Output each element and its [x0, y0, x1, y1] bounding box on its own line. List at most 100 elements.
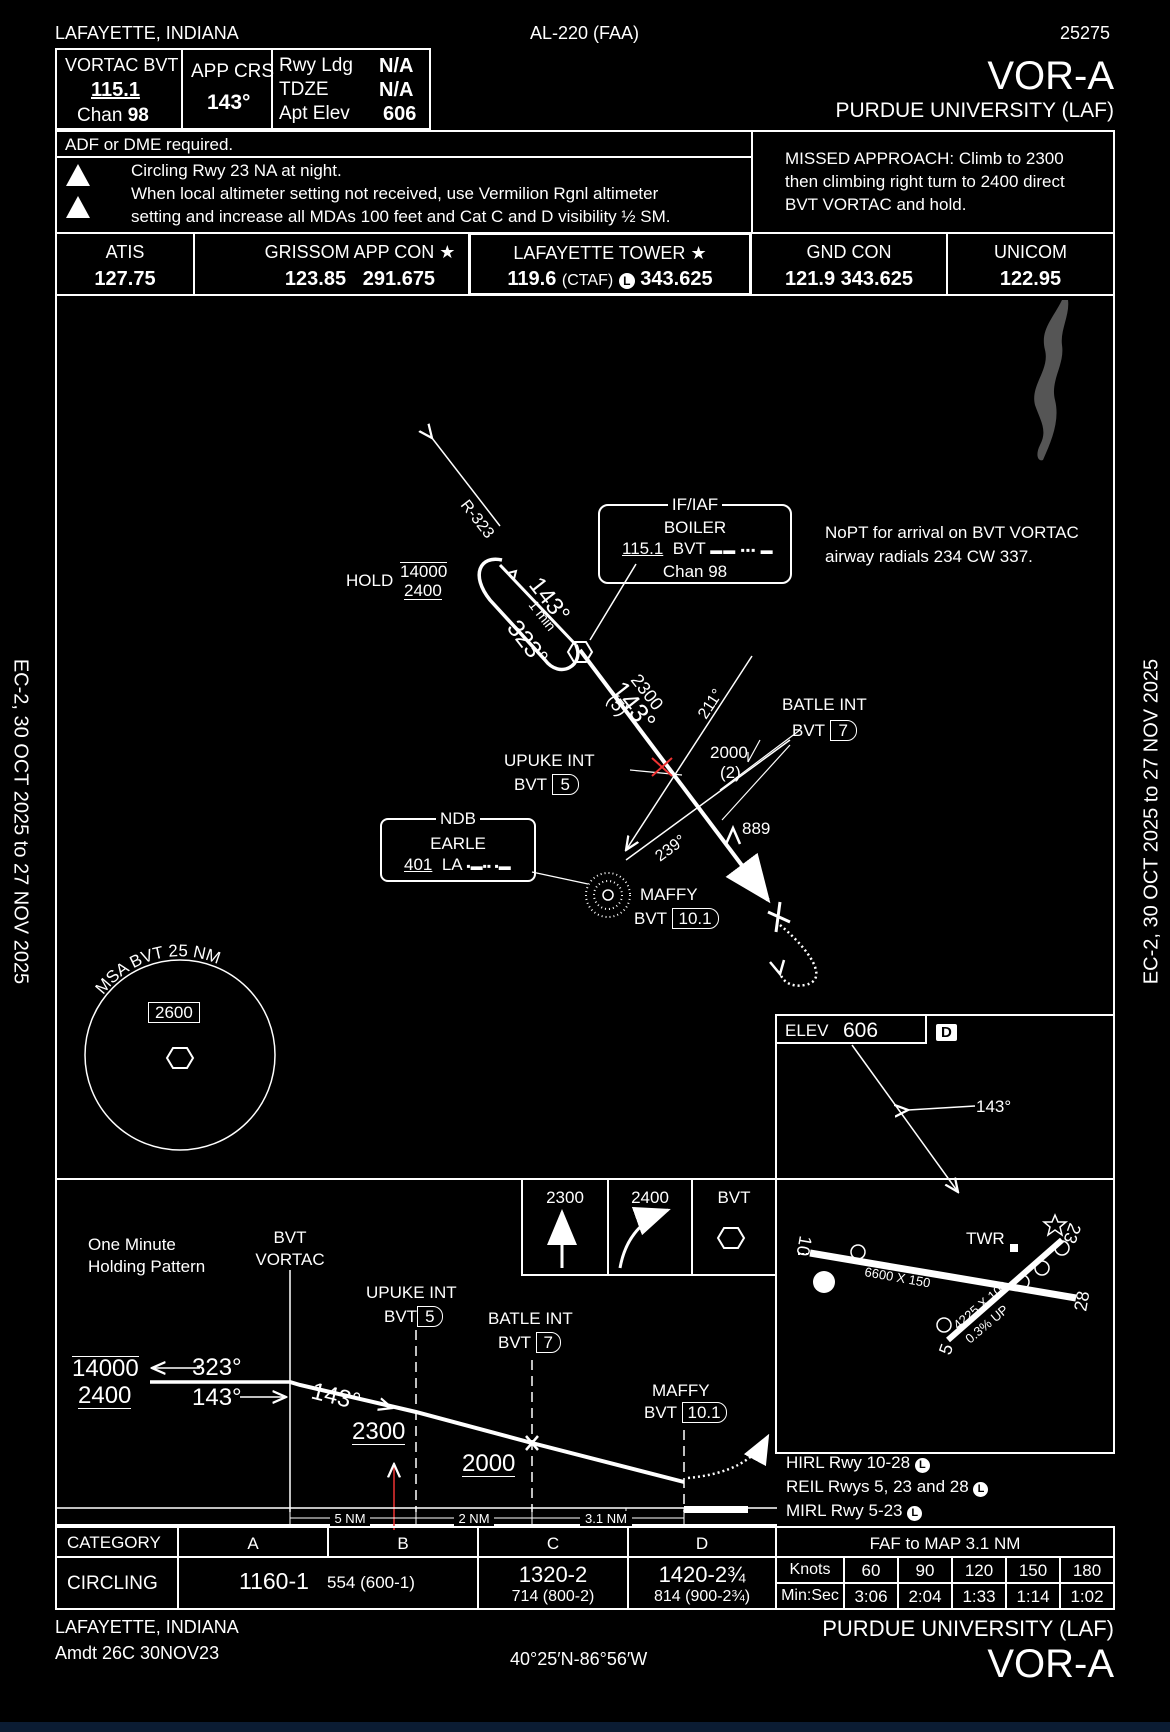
- maffy-identifier: BVT: [634, 909, 667, 928]
- hold-alt-top: 14000: [400, 562, 448, 581]
- holding-label-1: One Minute: [88, 1235, 176, 1254]
- ndb-identifier: LA: [441, 855, 462, 874]
- minsec-label: Min:Sec: [781, 1587, 839, 1604]
- upuke-name: UPUKE INT: [504, 751, 595, 770]
- footer-coordinates: 40°25′N-86°56′W: [510, 1649, 648, 1669]
- missed-approach-1: MISSED APPROACH: Climb to 2300: [785, 149, 1064, 168]
- sketch-course-arrow: [851, 1044, 958, 1192]
- comm-ground-label: GND CON: [806, 242, 892, 262]
- profile-dist-1: 5 NM: [330, 1511, 370, 1526]
- vortac-label-1: BVT: [273, 1228, 307, 1247]
- rwy-10-label: 10: [793, 1234, 816, 1257]
- apt-elev-value: 606: [383, 103, 417, 125]
- papi-icon: [850, 1244, 866, 1260]
- msa-vortac-icon: [165, 1047, 195, 1069]
- time-150: 1:14: [1016, 1587, 1050, 1606]
- apt-elev-label: Apt Elev: [279, 103, 350, 124]
- maffy-dme: 10.1: [671, 908, 719, 929]
- batle-identifier: BVT: [792, 721, 825, 740]
- lighting-reil: REIL Rwys 5, 23 and 28: [786, 1477, 969, 1496]
- profile-inbound: 143°: [192, 1384, 242, 1411]
- comm-tower-label: LAFAYETTE TOWER: [513, 243, 686, 263]
- profile-dist-3: 3.1 NM: [580, 1511, 632, 1526]
- briefing-strip: VORTAC BVT 115.1 Chan 98 APP CRS 143° Rw…: [55, 48, 431, 130]
- upuke-fix-marker: [651, 757, 673, 777]
- category-label: CATEGORY: [67, 1533, 161, 1552]
- profile-maffy-name: MAFFY: [652, 1381, 710, 1400]
- comm-approach-value: 123.85 291.675: [284, 268, 436, 290]
- app-crs-value: 143°: [207, 91, 251, 114]
- tower-label: TWR: [966, 1229, 1005, 1248]
- river-feature: [1034, 300, 1069, 461]
- alternate-icon: A: [73, 202, 83, 217]
- comm-unicom-label: UNICOM: [994, 242, 1067, 262]
- comm-tower-uhf: 343.625: [640, 268, 713, 290]
- time-60: 3:06: [854, 1587, 888, 1606]
- comm-atis-label: ATIS: [105, 242, 145, 262]
- elev-value: 606: [843, 1019, 879, 1042]
- knots-60: 60: [861, 1561, 881, 1580]
- circling-label: CIRCLING: [67, 1573, 158, 1594]
- rwy-ldg-label: Rwy Ldg: [279, 55, 353, 76]
- knots-180: 180: [1072, 1561, 1102, 1580]
- note-circling: Circling Rwy 23 NA at night.: [131, 161, 342, 180]
- missed-icons-box: 2300 2400 BVT: [521, 1178, 777, 1276]
- vortac-iaf-icon: [566, 641, 594, 663]
- profile-batle-name: BATLE INT: [488, 1309, 573, 1328]
- footer-amendment: Amdt 26C 30NOV23: [55, 1643, 220, 1663]
- batle-dme: 7: [829, 720, 857, 741]
- pilot-lighting-icon: L: [914, 1458, 930, 1473]
- category-a: A: [247, 1534, 259, 1553]
- maffy-fix-marker: [767, 901, 791, 933]
- profile-outbound: 323°: [192, 1354, 242, 1381]
- minima-d-sub: 814 (900-2¾): [653, 1588, 751, 1605]
- right-margin-effective-dates: EC-2, 30 OCT 2025 to 27 NOV 2025: [1140, 658, 1163, 985]
- minima-table: CATEGORY A B C D CIRCLING 1160-1 554 (60…: [55, 1526, 777, 1610]
- note-altimeter-1: When local altimeter setting not receive…: [131, 184, 659, 203]
- pilot-lighting-icon: L: [618, 273, 635, 289]
- svg-text:A5: A5: [818, 1278, 831, 1289]
- missed-approach-3: BVT VORTAC and hold.: [785, 195, 967, 214]
- comm-tower-value: 119.6: [507, 268, 557, 290]
- chan-label: Chan: [77, 105, 123, 126]
- obstacle-icon: [724, 824, 742, 845]
- missed-icon-turn-label: 2400: [631, 1188, 669, 1207]
- pilot-lighting-icon: L: [973, 1482, 989, 1497]
- ndb-box: NDB EARLE 401 LA ▪▬▪▪ ▪▬: [380, 809, 536, 882]
- fix-distance-2: (2): [720, 763, 741, 782]
- radial-239-line: [625, 739, 791, 861]
- tdze-value: N/A: [379, 79, 414, 101]
- profile-course-label: 143°: [309, 1378, 364, 1416]
- pilot-lighting-icon: L: [907, 1506, 923, 1521]
- nav-label: VORTAC BVT: [65, 55, 179, 75]
- upuke-identifier: BVT: [514, 775, 547, 794]
- descent-profile: [289, 1380, 685, 1484]
- comm-unicom-value: 122.95: [999, 268, 1062, 290]
- nav-frequency: 115.1: [91, 79, 140, 101]
- minima-c-main: 1320-2: [518, 1562, 588, 1587]
- climbing-turn-icon: [618, 1206, 671, 1269]
- ndb-icon: [585, 872, 631, 918]
- footer-airport: PURDUE UNIVERSITY (LAF): [822, 1616, 1114, 1641]
- footer-location: LAFAYETTE, INDIANA: [55, 1617, 239, 1637]
- missed-approach-2: then climbing right turn to 2400 direct: [785, 172, 1065, 191]
- nopt-note-2: airway radials 234 CW 337.: [825, 547, 1033, 566]
- hold-alt-bottom: 2400: [404, 581, 442, 600]
- missed-icon-climb-label: 2300: [546, 1188, 584, 1207]
- profile-upuke-id: BVT: [384, 1307, 418, 1326]
- stepdown-fix-icon: [525, 1435, 539, 1451]
- bottom-edge-bar: [0, 1722, 1170, 1732]
- profile-upuke-name: UPUKE INT: [366, 1283, 457, 1302]
- header-title: VOR-A: [987, 54, 1114, 98]
- ndb-name: EARLE: [430, 834, 486, 853]
- maffy-name: MAFFY: [640, 885, 698, 904]
- iaf-frequency: 115.1: [622, 539, 664, 558]
- minima-ab-main: 1160-1: [239, 1568, 309, 1594]
- profile-alt-2000: 2000: [462, 1450, 516, 1477]
- iaf-identifier: BVT: [672, 539, 706, 558]
- profile-maffy-id: BVT: [644, 1403, 677, 1422]
- timing-table: FAF to MAP 3.1 NM Knots Min:Sec 60 90 12…: [775, 1526, 1115, 1610]
- star-icon: ★: [439, 242, 456, 262]
- profile-hold-top: 14000: [72, 1355, 139, 1382]
